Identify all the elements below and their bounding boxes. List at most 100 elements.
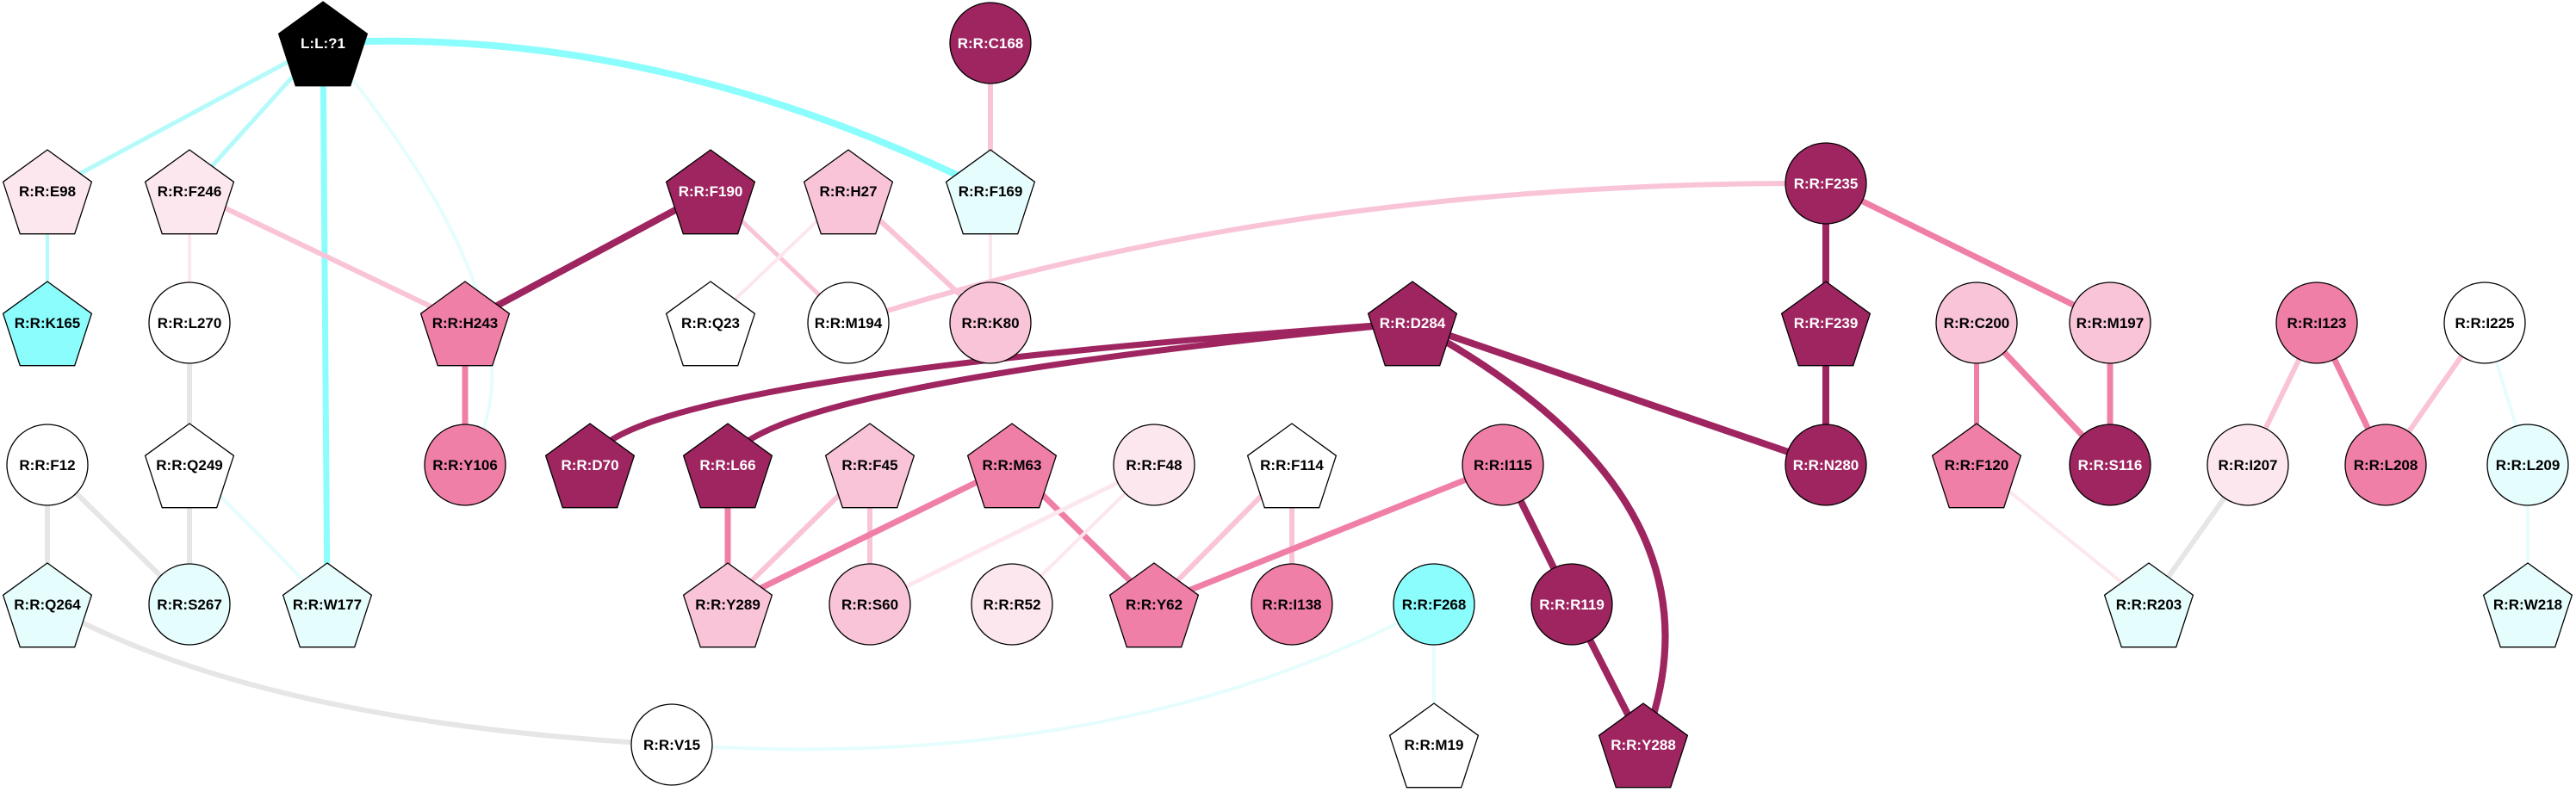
node-shape [1935, 282, 2018, 364]
node-r-r-i225: R:R:I225 [2443, 282, 2526, 364]
node-label: R:R:Q249 [156, 457, 222, 473]
node-r-r-w218: R:R:W218 [2482, 562, 2573, 648]
node-r-r-w177: R:R:W177 [282, 562, 373, 648]
node-label: R:R:E98 [19, 183, 76, 200]
node-label: R:R:M194 [815, 315, 883, 331]
node-label: R:R:F114 [1260, 457, 1324, 473]
node-r-r-y62: R:R:Y62 [1108, 562, 1200, 648]
node-shape [419, 281, 511, 367]
node-r-r-c168: R:R:C168 [949, 2, 1032, 84]
node-r-r-k80: R:R:K80 [949, 282, 1032, 364]
node-r-r-c200: R:R:C200 [1935, 282, 2018, 364]
node-r-r-l209: R:R:L209 [2486, 424, 2569, 506]
node-label: R:R:W218 [2493, 597, 2562, 613]
node-label: R:R:I123 [2287, 315, 2347, 331]
node-r-r-f114: R:R:F114 [1246, 423, 1338, 509]
node-label: R:R:Y288 [1611, 737, 1676, 753]
node-shape [2, 149, 93, 235]
node-r-r-r119: R:R:R119 [1530, 563, 1613, 646]
node-shape [949, 2, 1032, 84]
node-label: R:R:S116 [2078, 457, 2143, 473]
node-r-r-s60: R:R:S60 [829, 563, 911, 646]
node-r-r-f246: R:R:F246 [144, 149, 235, 235]
node-shape [2069, 424, 2151, 506]
node-shape [807, 282, 890, 364]
node-r-r-f12: R:R:F12 [6, 424, 89, 506]
node-r-r-q23: R:R:Q23 [665, 281, 756, 367]
edge-r-r-f235-to-r-r-m197 [1822, 180, 2114, 326]
node-label: R:R:F246 [158, 183, 222, 200]
node-r-r-q264: R:R:Q264 [2, 562, 93, 648]
node-shape [144, 423, 235, 509]
node-r-r-y288: R:R:Y288 [1598, 702, 1689, 789]
node-label: R:R:N280 [1793, 457, 1859, 473]
node-shape [1530, 563, 1613, 646]
edge-r-r-f246-to-r-r-h243 [187, 189, 468, 325]
node-label: R:R:M63 [983, 457, 1042, 473]
node-r-r-e98: R:R:E98 [2, 149, 93, 235]
node-shape [966, 423, 1058, 509]
node-label: R:R:F239 [1794, 315, 1859, 331]
node-label: R:R:L208 [2354, 457, 2418, 473]
node-label: R:R:D284 [1380, 315, 1446, 331]
node-shape [1251, 563, 1333, 646]
node-r-r-i115: R:R:I115 [1462, 424, 1544, 506]
node-r-r-f169: R:R:F169 [945, 149, 1036, 235]
node-r-r-h27: R:R:H27 [803, 149, 894, 235]
node-shape [1246, 423, 1338, 509]
node-r-r-d284: R:R:D284 [1367, 281, 1458, 367]
node-shape [1785, 142, 1867, 225]
node-shape [1113, 424, 1195, 506]
edge-r-r-v15-to-r-r-f268 [670, 603, 1436, 752]
node-r-r-q249: R:R:Q249 [144, 423, 235, 509]
node-shape [1931, 423, 2022, 509]
node-l-l-1: L:L:?1 [277, 1, 369, 87]
node-r-r-k165: R:R:K165 [2, 281, 93, 367]
node-shape [1785, 424, 1867, 506]
node-shape [1108, 562, 1200, 648]
node-label: R:R:I115 [1474, 457, 1532, 473]
node-r-r-f48: R:R:F48 [1113, 424, 1195, 506]
node-shape [2, 562, 93, 648]
node-label: R:R:F48 [1126, 457, 1182, 473]
node-shape [1780, 281, 1871, 367]
node-shape [829, 563, 911, 646]
node-r-r-f45: R:R:F45 [824, 423, 916, 509]
node-label: R:R:Y106 [432, 457, 498, 473]
node-label: R:R:H243 [432, 315, 499, 331]
node-label: R:R:R119 [1539, 597, 1605, 613]
node-shape [1393, 563, 1475, 646]
node-r-r-l208: R:R:L208 [2344, 424, 2427, 506]
edge-r-r-f190-to-r-r-h243 [462, 188, 714, 326]
node-label: R:R:F120 [1945, 457, 2009, 473]
node-r-r-r52: R:R:R52 [971, 563, 1053, 646]
node-shape [277, 1, 369, 87]
node-label: R:R:R203 [2116, 597, 2182, 613]
node-shape [665, 281, 756, 367]
node-label: R:R:F169 [959, 183, 1023, 200]
node-shape [2, 281, 93, 367]
node-label: R:R:D70 [561, 457, 618, 473]
node-r-r-y289: R:R:Y289 [682, 562, 773, 648]
node-shape [148, 563, 231, 646]
node-shape [2443, 282, 2526, 364]
node-label: R:R:F12 [19, 457, 75, 473]
node-r-r-f239: R:R:F239 [1780, 281, 1871, 367]
node-label: R:R:V15 [643, 737, 700, 753]
node-label: R:R:K165 [15, 315, 81, 331]
node-label: L:L:?1 [301, 35, 345, 52]
node-label: R:R:H27 [819, 183, 877, 200]
edge-r-r-d284-to-r-r-n280 [1409, 319, 1829, 468]
node-label: R:R:Q264 [14, 597, 81, 613]
node-shape [144, 149, 235, 235]
node-shape [2103, 562, 2194, 648]
node-r-r-l270: R:R:L270 [148, 282, 231, 364]
node-shape [1598, 702, 1689, 789]
node-label: R:R:Y289 [695, 597, 760, 613]
node-label: R:R:R52 [983, 597, 1040, 613]
node-r-r-r203: R:R:R203 [2103, 562, 2194, 648]
node-shape [424, 424, 506, 506]
node-r-r-y106: R:R:Y106 [424, 424, 506, 506]
